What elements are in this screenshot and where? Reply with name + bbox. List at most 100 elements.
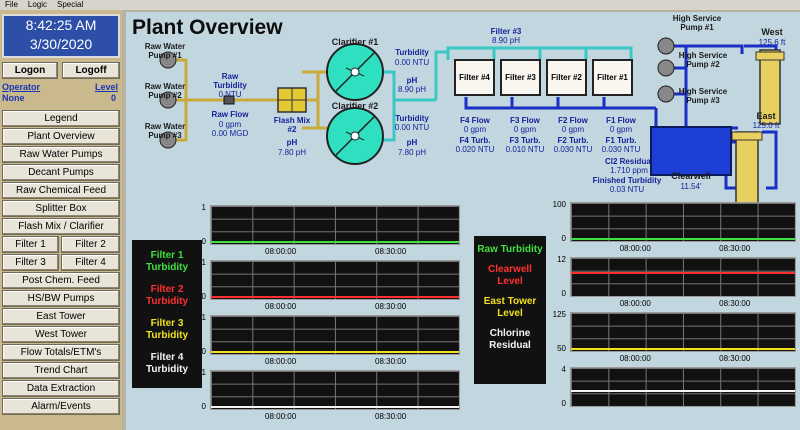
logoff-button[interactable]: Logoff — [62, 62, 120, 79]
clearwell-value: 11.54' — [680, 182, 702, 191]
raw-turbidity-meter — [223, 95, 235, 105]
left-trend-3-line — [211, 351, 459, 353]
nav-flash-mix-clarifier[interactable]: Flash Mix / Clarifier — [2, 218, 120, 235]
clarifier-1-ph-label: pH — [406, 76, 418, 85]
filter-3-box[interactable]: Filter #3 — [500, 59, 541, 96]
nav-plant-overview[interactable]: Plant Overview — [2, 128, 120, 145]
hs-pump-1-label: High Service Pump #1 — [672, 14, 722, 32]
right-trend-1[interactable] — [570, 202, 796, 242]
left-trend-1-time-1: 08:00:00 — [265, 247, 297, 256]
f3-flow-label: F3 Flow — [510, 116, 540, 125]
filter-header-pipe — [434, 46, 633, 100]
menu-special[interactable]: Special — [57, 0, 84, 9]
nav-decant-pumps[interactable]: Decant Pumps — [2, 164, 120, 181]
left-trend-3-ymin: 0 — [201, 347, 206, 356]
nav-east-tower[interactable]: East Tower — [2, 308, 120, 325]
operator-value: None — [2, 93, 25, 103]
f3-flow-value: 0 gpm — [513, 125, 537, 134]
raw-water-pump-3-label: Raw Water Pump #3 — [144, 122, 186, 140]
nav-raw-chemical-feed[interactable]: Raw Chemical Feed — [2, 182, 120, 199]
menu-file[interactable]: File — [5, 0, 18, 9]
nav-hs-bw-pumps[interactable]: HS/BW Pumps — [2, 290, 120, 307]
f3-turb-value: 0.010 NTU — [505, 145, 545, 154]
east-tower-label: East — [756, 111, 776, 121]
filter-2-box[interactable]: Filter #2 — [546, 59, 587, 96]
clarifier-2-turbidity-label: Turbidity — [395, 114, 429, 123]
left-trend-3[interactable] — [210, 315, 460, 355]
left-trend-2-ymin: 0 — [201, 292, 206, 301]
filter-4-box[interactable]: Filter #4 — [454, 59, 495, 96]
f1-turb-label: F1 Turb. — [605, 136, 637, 145]
nav-filter-4[interactable]: Filter 4 — [61, 254, 120, 271]
f2-flow-label: F2 Flow — [558, 116, 588, 125]
right-trend-2-ymin: 0 — [561, 289, 566, 298]
right-trend-3[interactable] — [570, 312, 796, 352]
left-trend-2-time-2: 08:30:00 — [375, 302, 407, 311]
f2-turb-value: 0.030 NTU — [553, 145, 593, 154]
f1-turb-value: 0.030 NTU — [601, 145, 641, 154]
left-trend-2-line — [211, 296, 459, 298]
finished-turbidity-value: 0.03 NTU — [609, 185, 645, 194]
menu-logic[interactable]: Logic — [27, 0, 48, 9]
left-trend-4-ymax: 1 — [201, 368, 206, 377]
f4-flow-label: F4 Flow — [460, 116, 490, 125]
menu-bar: File Logic Special — [0, 0, 800, 10]
nav-alarm-events[interactable]: Alarm/Events — [2, 398, 120, 415]
left-trend-1-ymax: 1 — [201, 203, 206, 212]
nav-legend[interactable]: Legend — [2, 110, 120, 127]
nav-data-extraction[interactable]: Data Extraction — [2, 380, 120, 397]
left-legend-item-2: Filter 2 Turbidity — [145, 284, 189, 307]
nav-trend-chart[interactable]: Trend Chart — [2, 362, 120, 379]
filter-3-ph-value: 8.90 pH — [491, 36, 521, 45]
right-trend-4-ymax: 4 — [561, 365, 566, 374]
right-trend-2[interactable] — [570, 257, 796, 297]
nav-west-tower[interactable]: West Tower — [2, 326, 120, 343]
left-trend-4-line — [211, 406, 459, 408]
filter-1-box[interactable]: Filter #1 — [592, 59, 633, 96]
right-legend-item-4: Chlorine Residual — [489, 328, 531, 351]
right-trend-4-line — [571, 390, 795, 392]
f3-turb-label: F3 Turb. — [509, 136, 541, 145]
clarifier-1-ph-value: 8.90 pH — [397, 85, 427, 94]
right-trend-3-line — [571, 348, 795, 350]
left-trend-4[interactable] — [210, 370, 460, 410]
logon-button[interactable]: Logon — [2, 62, 58, 79]
main-area: Plant Overview — [126, 12, 800, 430]
right-trend-1-line — [571, 238, 795, 240]
left-trend-2[interactable] — [210, 260, 460, 300]
clarifier-feed-pipe — [298, 70, 331, 130]
filter-effluent-pipe — [464, 97, 658, 128]
clarifier-2-ph-value: 7.80 pH — [397, 148, 427, 157]
clearwell-tank[interactable] — [650, 126, 732, 176]
left-trend-3-ymax: 1 — [201, 313, 206, 322]
f2-turb-label: F2 Turb. — [557, 136, 589, 145]
left-trend-legend: Filter 1 Turbidity Filter 2 Turbidity Fi… — [132, 240, 202, 388]
hs-pump-3-label: High Service Pump #3 — [678, 87, 728, 105]
nav-filter-3[interactable]: Filter 3 — [2, 254, 59, 271]
right-trend-1-time-2: 08:30:00 — [719, 244, 751, 253]
right-trend-3-ymax: 125 — [552, 310, 566, 319]
right-trend-1-ymax: 100 — [552, 200, 566, 209]
operator-label: Operator — [2, 82, 41, 92]
nav-post-chem-feed[interactable]: Post Chem. Feed — [2, 272, 120, 289]
east-tower-shape — [735, 131, 759, 208]
cl2-residual-value: 1.710 ppm — [610, 166, 648, 175]
clarifier-2-label: Clarifier #2 — [331, 101, 379, 111]
left-trend-1-time-2: 08:30:00 — [375, 247, 407, 256]
nav-splitter-box[interactable]: Splitter Box — [2, 200, 120, 217]
finished-turbidity-label: Finished Turbidity — [592, 176, 662, 185]
right-trend-2-line — [571, 272, 795, 274]
left-trend-1[interactable] — [210, 205, 460, 245]
nav-filter-1[interactable]: Filter 1 — [2, 236, 59, 253]
nav-raw-water-pumps[interactable]: Raw Water Pumps — [2, 146, 120, 163]
raw-water-pump-3-shape — [159, 131, 177, 149]
raw-turbidity-value: 0 NTU — [218, 90, 242, 99]
f4-turb-label: F4 Turb. — [459, 136, 491, 145]
nav-filter-2[interactable]: Filter 2 — [61, 236, 120, 253]
right-trend-4[interactable] — [570, 367, 796, 407]
nav-flow-totals[interactable]: Flow Totals/ETM's — [2, 344, 120, 361]
clarifier-1-turbidity-value: 0.00 NTU — [394, 58, 430, 67]
f1-flow-value: 0 gpm — [609, 125, 633, 134]
cl2-residual-label: Cl2 Residual — [604, 157, 653, 166]
clock-time: 8:42:25 AM — [25, 17, 97, 33]
